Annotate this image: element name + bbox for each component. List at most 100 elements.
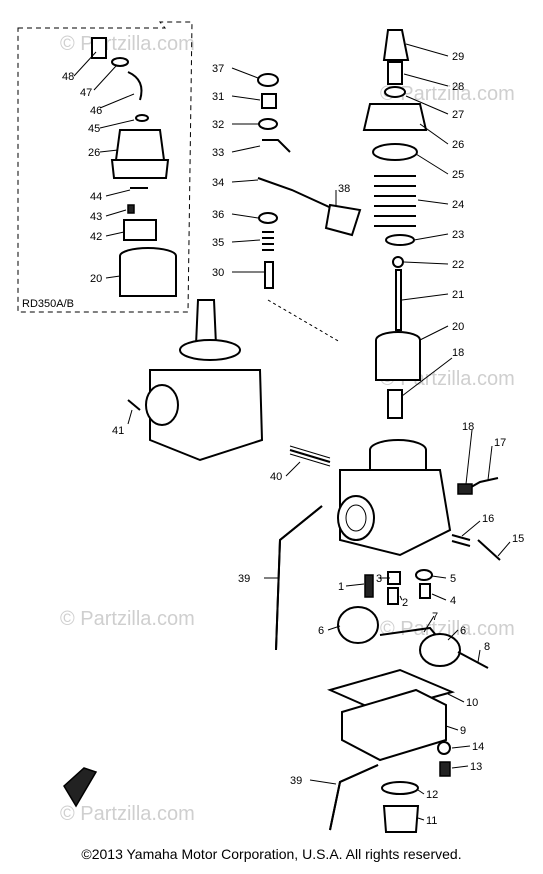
float-6-left [337, 606, 379, 644]
callout: 2 [402, 597, 408, 609]
callout: 13 [470, 761, 482, 773]
callout: 15 [512, 533, 524, 545]
washer-32 [258, 118, 278, 130]
screw-13 [439, 761, 451, 777]
callout: 30 [212, 267, 224, 279]
side-top [179, 339, 241, 361]
callout: 45 [88, 123, 100, 135]
callout: 26 [452, 139, 464, 151]
gasket-25 [372, 143, 418, 161]
copyright-notice: ©2013 Yamaha Motor Corporation, U.S.A. A… [81, 846, 462, 862]
nut-47 [111, 57, 129, 67]
callout: 21 [452, 289, 464, 301]
leader-dashed [267, 299, 341, 343]
callout: 25 [452, 169, 464, 181]
callout: 32 [212, 119, 224, 131]
inset-rd350ab: RD350A/B [17, 21, 193, 313]
callout: 8 [484, 641, 490, 653]
callout: 36 [212, 209, 224, 221]
callout: 10 [466, 697, 478, 709]
hose-39-outline [275, 505, 323, 651]
nut-27 [384, 86, 406, 98]
callout: 9 [460, 725, 466, 737]
callout: 34 [212, 177, 224, 189]
screw-15 [477, 539, 501, 561]
callout: 47 [80, 87, 92, 99]
hose-40-fill [289, 449, 331, 463]
callout: 12 [426, 789, 438, 801]
callout: 22 [452, 259, 464, 271]
hose-40 [289, 445, 331, 467]
callout: 39 [290, 775, 302, 787]
callout: 6 [318, 625, 324, 637]
watermark: © Partzilla.com [60, 33, 195, 55]
cap-26 [362, 103, 428, 131]
callout: 29 [452, 51, 464, 63]
slide-20 [375, 340, 421, 381]
gasket-12 [381, 781, 419, 795]
callout: 43 [90, 211, 102, 223]
fitting-41 [127, 399, 141, 411]
pin-8 [457, 651, 489, 669]
float-bowl [327, 668, 456, 833]
callout: 42 [90, 231, 102, 243]
callout: 16 [482, 513, 494, 525]
callout-labels: 48 47 46 45 26 44 43 42 20 37 31 32 33 3… [62, 51, 524, 827]
callout: 46 [90, 105, 102, 117]
plate-23 [385, 234, 415, 246]
watermark: © Partzilla.com [380, 618, 515, 640]
cap-26-inset [114, 129, 166, 161]
callout: 27 [452, 109, 464, 121]
needle-jet-4 [419, 583, 431, 599]
callout: 20 [452, 321, 464, 333]
cap-37 [257, 73, 279, 87]
pin-43 [127, 204, 135, 214]
spring-35 [262, 231, 274, 251]
linkage-parts [257, 73, 362, 343]
plate-38 [324, 203, 362, 237]
callout: 24 [452, 199, 464, 211]
callout: 40 [270, 471, 282, 483]
fwd-arrow-icon [63, 767, 98, 808]
callout: 18 [462, 421, 474, 433]
spring-24 [374, 175, 416, 227]
side-bore [145, 384, 179, 426]
bowl-9 [341, 688, 447, 762]
side-main [149, 369, 264, 462]
washer-14 [437, 741, 451, 755]
carburetor-body [337, 439, 452, 557]
callout: 28 [452, 81, 464, 93]
callout: 26 [88, 147, 100, 159]
fitting-48 [91, 37, 107, 59]
jet-1 [364, 574, 374, 598]
rod-30 [264, 261, 274, 289]
cap-base-inset [110, 159, 170, 179]
callout: 38 [338, 183, 350, 195]
callout: 33 [212, 147, 224, 159]
watermark: © Partzilla.com [60, 608, 195, 630]
callout: 17 [494, 437, 506, 449]
jet-2 [387, 587, 399, 605]
block-42 [123, 219, 157, 241]
jet-18-top [387, 389, 403, 419]
callout: 20 [90, 273, 102, 285]
callout: 11 [426, 815, 437, 827]
right-screws [451, 477, 501, 561]
watermark: © Partzilla.com [60, 803, 195, 825]
callout: 31 [212, 91, 224, 103]
inset-label: RD350A/B [22, 298, 74, 310]
oring-5 [415, 569, 433, 581]
needle-21 [395, 269, 402, 331]
bolt-31 [261, 93, 277, 109]
callout: 1 [338, 581, 344, 593]
float-6-right [419, 633, 461, 667]
ring-45 [135, 114, 149, 122]
hose-39b [329, 764, 379, 831]
slide-assembly [362, 29, 428, 419]
spring-18 [457, 483, 473, 495]
spring-16 [451, 534, 471, 547]
adjuster-28 [387, 61, 403, 85]
tube-46 [127, 71, 143, 101]
callout: 6 [460, 625, 466, 637]
